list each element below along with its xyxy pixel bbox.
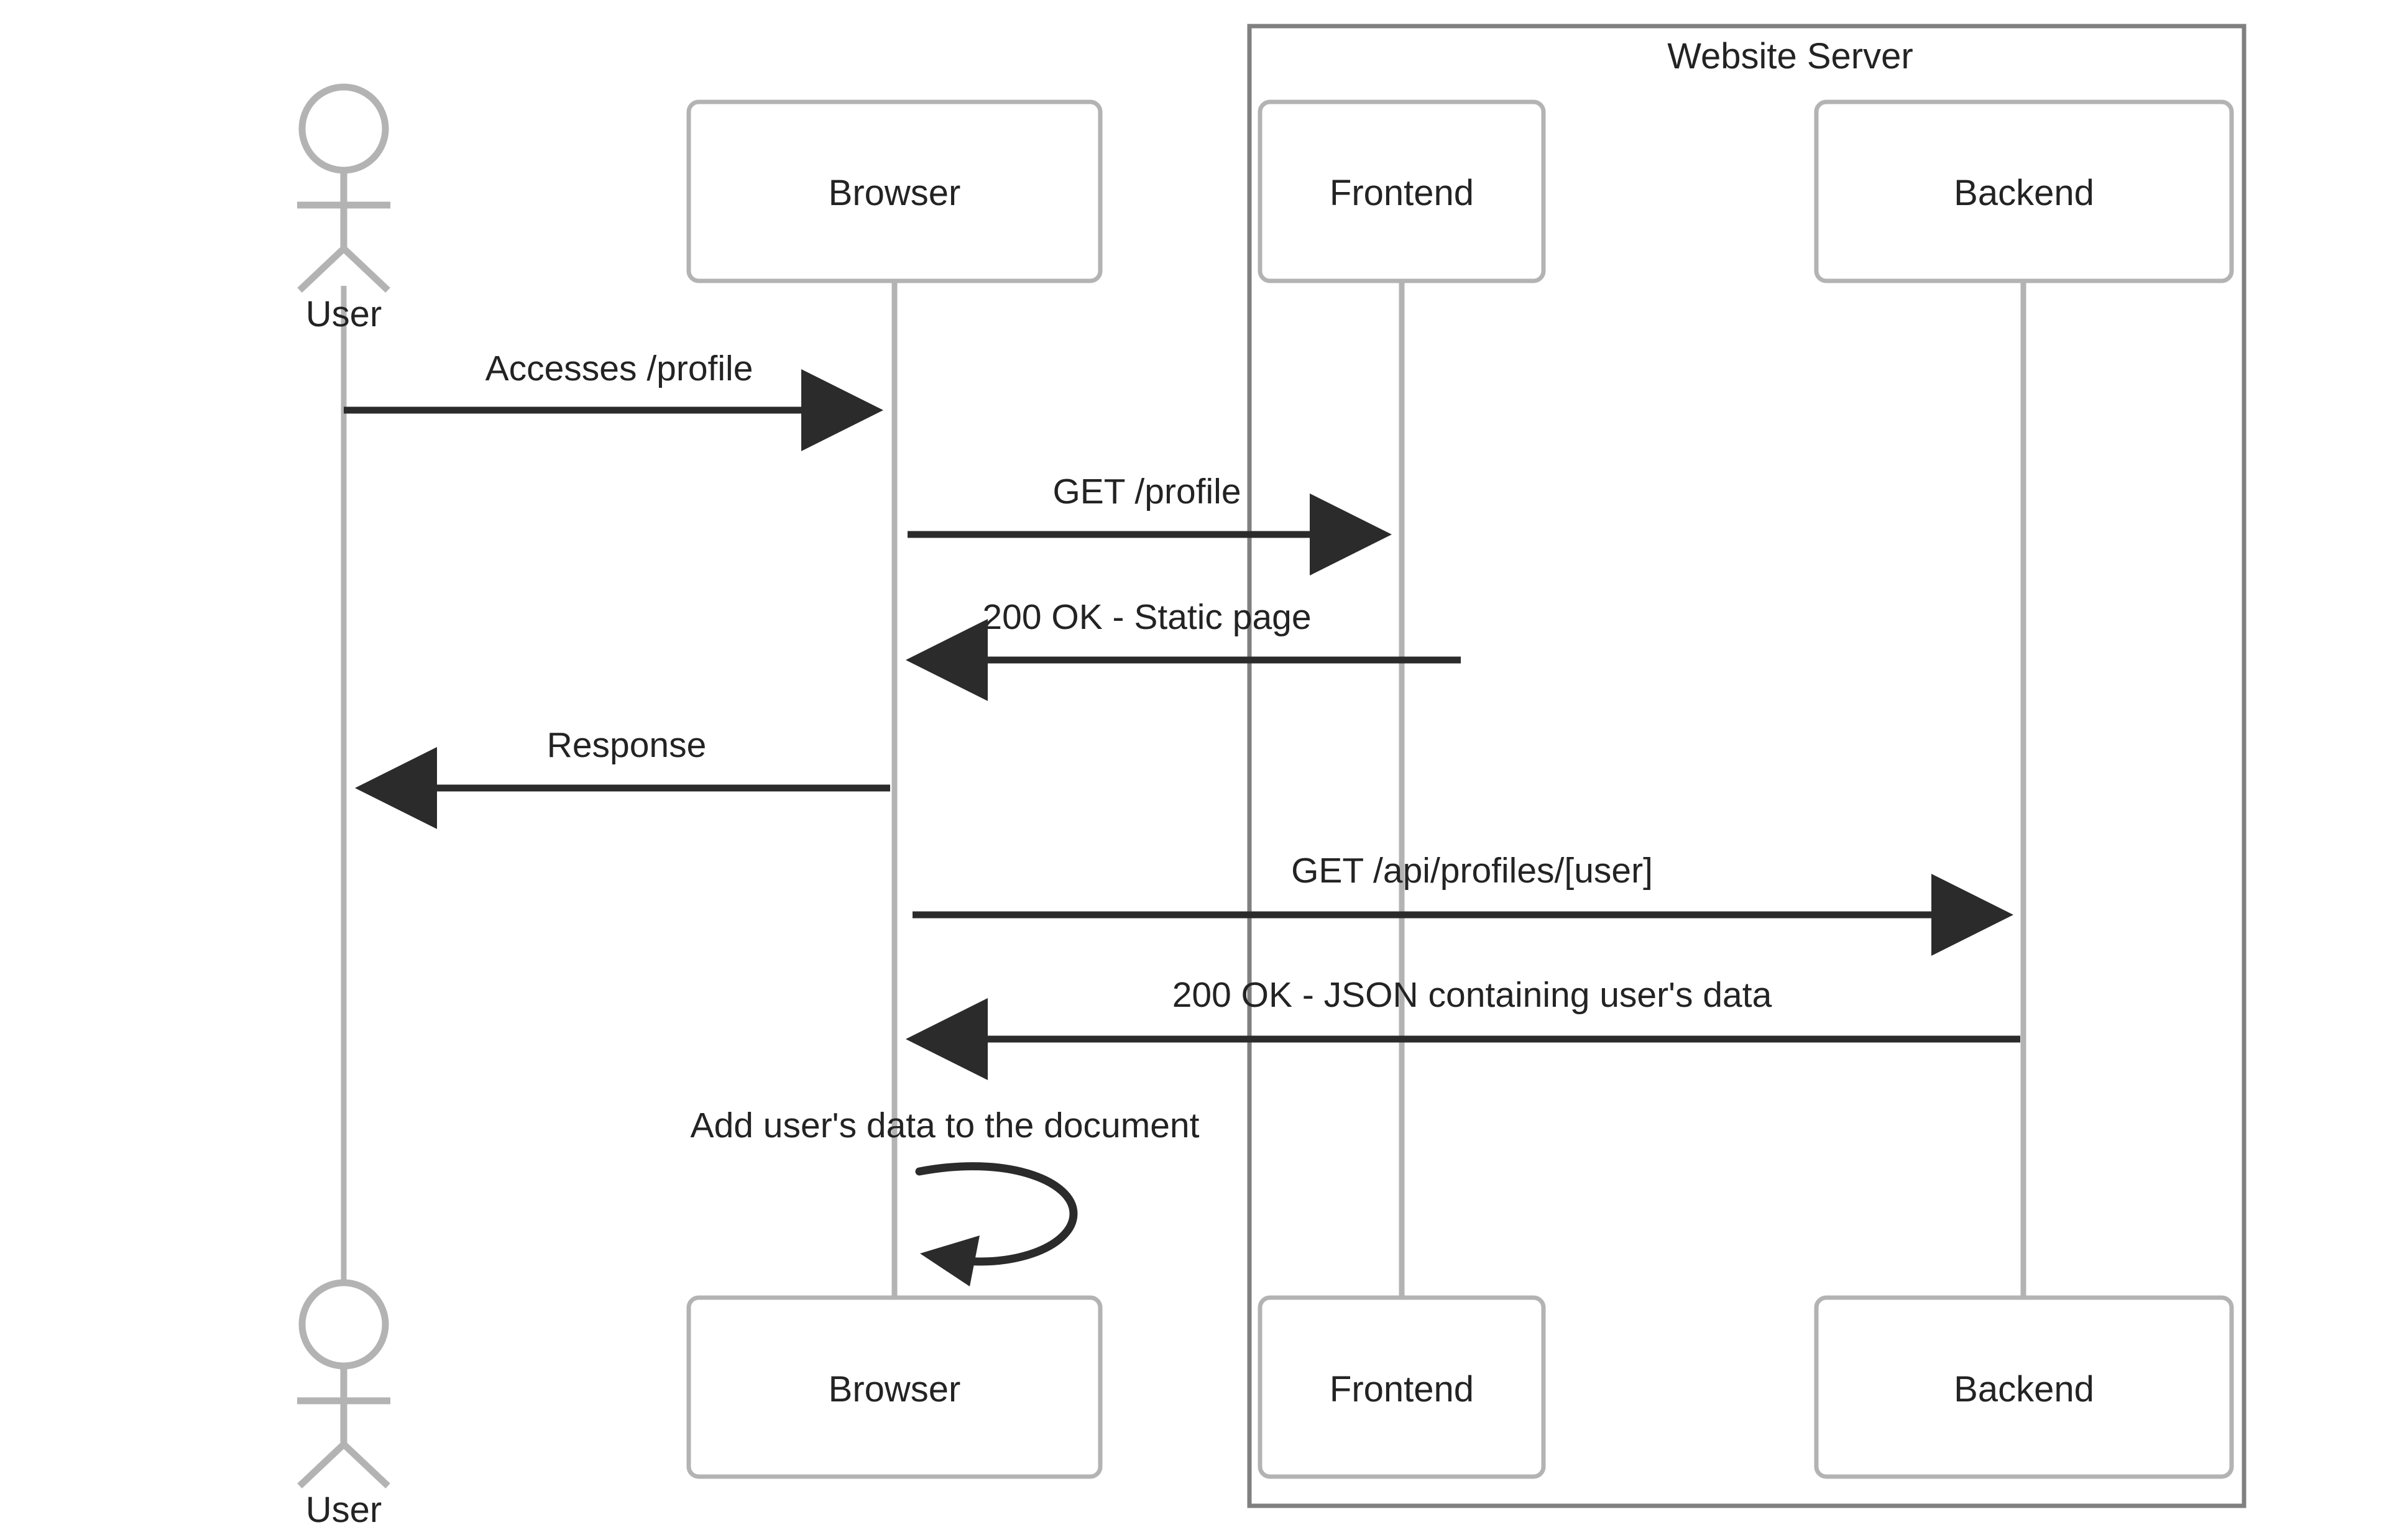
participant-label-frontend-top: Frontend (1330, 173, 1474, 213)
participant-browser-top[interactable]: Browser (686, 99, 1103, 283)
participant-frontend-bottom[interactable]: Frontend (1258, 1295, 1546, 1479)
participant-browser-bottom[interactable]: Browser (686, 1295, 1103, 1479)
actor-leg-left-icon (297, 245, 346, 293)
participant-label-backend-top: Backend (1954, 173, 2094, 213)
message-200-ok-json[interactable]: 200 OK - JSON containing user's data (906, 975, 2020, 1080)
message-response[interactable]: Response (355, 725, 890, 829)
message-selfloop-arrowhead-7 (920, 1235, 980, 1286)
participant-frontend-top[interactable]: Frontend (1258, 99, 1546, 283)
participant-label-user-bottom: User (306, 1490, 382, 1530)
message-label-3: 200 OK - Static page (982, 597, 1311, 637)
message-label-2: GET /profile (1052, 472, 1241, 511)
actor-leg-right-icon (341, 245, 390, 293)
lifelines (341, 281, 2026, 1298)
message-label-6: 200 OK - JSON containing user's data (1172, 975, 1772, 1015)
participant-user-top[interactable]: User (297, 83, 390, 334)
message-label-7: Add user's data to the document (691, 1106, 1200, 1145)
message-label-4: Response (547, 725, 707, 765)
participant-label-browser-bottom: Browser (829, 1369, 961, 1409)
participant-user-bottom[interactable]: User (297, 1279, 390, 1530)
website-server-group-label: Website Server (1667, 36, 1913, 76)
participant-label-backend-bottom: Backend (1954, 1369, 2094, 1409)
message-get-api-profiles-user[interactable]: GET /api/profiles/[user] (913, 851, 2013, 956)
participant-label-browser-top: Browser (829, 173, 961, 213)
participant-label-user-top: User (306, 294, 382, 334)
message-get-profile[interactable]: GET /profile (908, 472, 1392, 575)
message-label-1: Accesses /profile (485, 349, 753, 388)
participant-backend-bottom[interactable]: Backend (1814, 1295, 2234, 1479)
actor-leg-right-icon (341, 1441, 390, 1489)
actor-head-icon (298, 83, 389, 174)
message-200-ok-static-page[interactable]: 200 OK - Static page (906, 597, 1461, 701)
message-selfloop-arc-7 (915, 1162, 1078, 1266)
actor-leg-left-icon (297, 1441, 346, 1489)
message-accesses-profile[interactable]: Accesses /profile (344, 349, 883, 451)
message-add-user-data-self[interactable]: Add user's data to the document (691, 1106, 1200, 1286)
message-label-5: GET /api/profiles/[user] (1291, 851, 1653, 891)
participant-backend-top[interactable]: Backend (1814, 99, 2234, 283)
participant-label-frontend-bottom: Frontend (1330, 1369, 1474, 1409)
actor-head-icon (298, 1279, 389, 1370)
website-server-group: Website Server (1247, 24, 2247, 1508)
